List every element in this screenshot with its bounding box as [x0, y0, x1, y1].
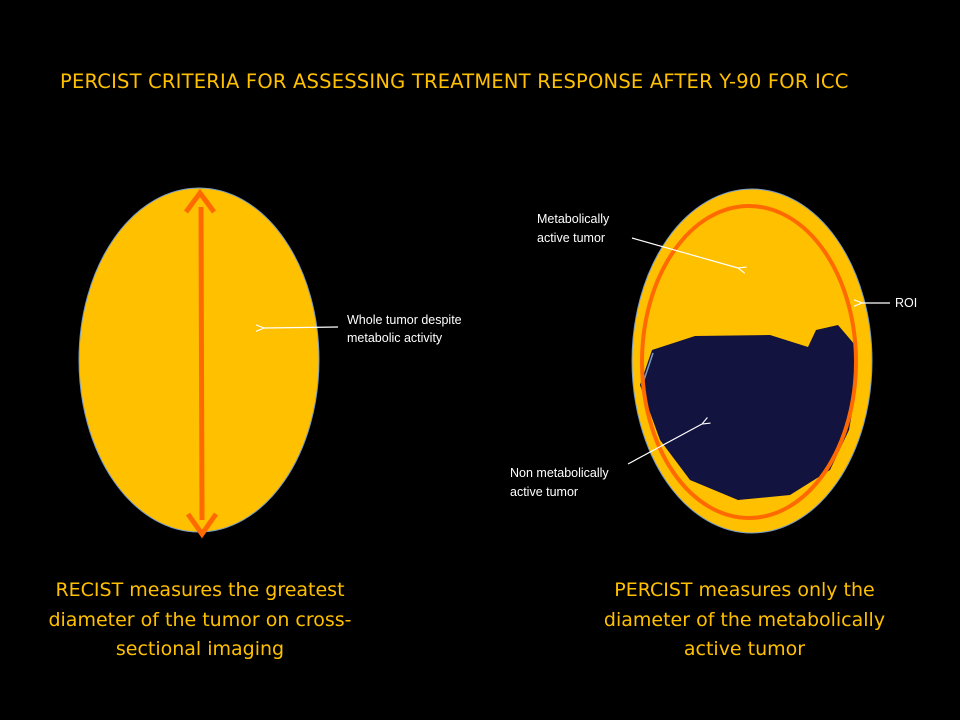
recist-figure: Whole tumor despite metabolic activity: [78, 187, 465, 539]
non-metabolically-active-region: [640, 325, 855, 500]
active-tumor-pointer: [631, 237, 738, 268]
caption-line: PERCIST measures only the: [614, 579, 875, 601]
recist-caption: RECIST measures the greatest diameter of…: [30, 576, 370, 665]
roi-label: ROI: [895, 296, 917, 310]
whole-tumor-callout: Whole tumor despite metabolic activity: [347, 313, 465, 345]
caption-line: active tumor: [683, 638, 806, 660]
greatest-diameter-arrow: [183, 188, 219, 539]
active-tumor-callout: Metabolically active tumor: [537, 212, 613, 245]
caption-line: RECIST measures the greatest: [55, 579, 345, 601]
slide-title: PERCIST CRITERIA FOR ASSESSING TREATMENT…: [60, 70, 849, 93]
inactive-tumor-callout: Non metabolically active tumor: [510, 466, 612, 499]
active-region-edge-line: [642, 352, 654, 384]
whole-tumor-pointer: [264, 327, 339, 328]
caption-line: sectional imaging: [115, 638, 285, 660]
inactive-tumor-pointer: [627, 424, 702, 465]
caption-line: diameter of the tumor on cross-: [48, 608, 352, 631]
caption-line: diameter of the metabolically: [603, 608, 886, 631]
percist-caption: PERCIST measures only the diameter of th…: [572, 576, 917, 665]
percist-figure: Metabolically active tumor Non metabolic…: [510, 188, 917, 534]
roi-outline: [640, 204, 858, 520]
